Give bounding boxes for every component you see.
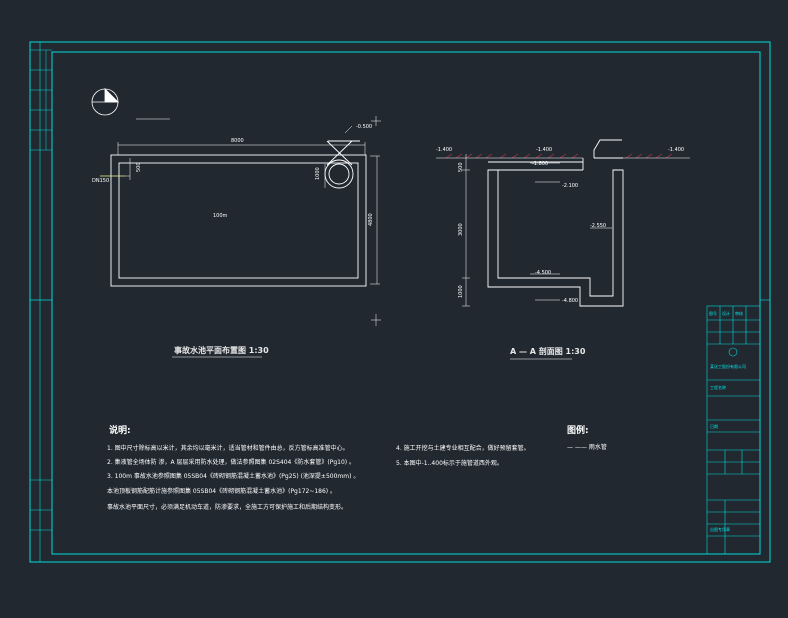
plan-pipe-label: DN150 bbox=[92, 178, 110, 184]
notes-heading: 说明: bbox=[109, 426, 131, 436]
section-elev-mid: -2.550 bbox=[590, 223, 607, 229]
section-elev-4: -4.800 bbox=[562, 298, 579, 304]
outer-frame bbox=[29, 41, 771, 563]
section-dim-top: 500 bbox=[458, 162, 464, 172]
note-item-2: 2. 集液管全场体防 渗，A 层层采用防水处理，做法参照图集 02S404《防水… bbox=[107, 459, 356, 466]
section-view bbox=[487, 139, 624, 307]
plan-elev-sump: -0.500 bbox=[356, 124, 373, 130]
section-elev-2: -2.100 bbox=[562, 183, 579, 189]
plan-title: 事故水池平面布置图 1:30 bbox=[174, 346, 269, 355]
plan-view bbox=[110, 140, 367, 287]
legend-heading: 图例: bbox=[567, 426, 589, 436]
note-item-4: 4. 施工开挖与土建专业相互配合，做好预留套管。 bbox=[396, 445, 530, 452]
section-dimensions bbox=[462, 154, 612, 307]
tb-org: 某化工股份有限公司 bbox=[710, 364, 746, 369]
section-elev-right-top: -1.400 bbox=[668, 147, 685, 153]
north-arrow-icon bbox=[91, 88, 119, 116]
tb-date: 日期 bbox=[710, 424, 718, 429]
inner-frame bbox=[51, 51, 761, 555]
section-elev-3: -4.500 bbox=[535, 270, 552, 276]
tb-review: 审核 bbox=[735, 311, 743, 316]
plan-center-label: 100m bbox=[213, 213, 228, 219]
tb-stamp: 出图专用章 bbox=[710, 527, 730, 532]
note-item-1: 1. 图中尺寸除标高以米计，其余均以毫米计，适当管材和管件由总，反方管标高准管中… bbox=[107, 445, 349, 452]
section-title: A — A 剖面图 1:30 bbox=[510, 347, 586, 356]
plan-dim-inner: 1000 bbox=[315, 167, 321, 180]
title-block bbox=[706, 299, 770, 555]
section-dim-mid: 3000 bbox=[458, 223, 464, 236]
left-strip-cells bbox=[30, 49, 52, 531]
note-item-3b: 本池顶板钢筋配筋计施参照图集 05SB04《砖砌钢筋混凝土蓄水池》(Pg172~… bbox=[107, 488, 337, 495]
section-elev-top: -1.400 bbox=[536, 147, 553, 153]
note-item-3: 3. 100m 事故水池参照图集 05SB04《砖砌钢筋混凝土蓄水池》(Pg25… bbox=[107, 473, 360, 480]
tb-drawing-no: 图号 bbox=[709, 311, 717, 316]
plan-dim-width: 4800 bbox=[368, 213, 374, 226]
ground-hatch bbox=[445, 153, 673, 159]
section-dim-bot: 1000 bbox=[458, 285, 464, 298]
section-elev-left-top: -1.400 bbox=[436, 147, 453, 153]
section-elev-1: -1.800 bbox=[532, 161, 549, 167]
tb-design: 设计 bbox=[722, 311, 730, 316]
note-item-5: 5. 本图中-1..400标示于施管道西外观。 bbox=[396, 460, 503, 467]
note-item-3c: 事故水池平面尺寸，必须满足机动车道，防渗要求，全施工方可保护施工和后期结构变形。 bbox=[107, 504, 348, 511]
plan-dim-length: 8000 bbox=[231, 138, 244, 144]
legend-item: — —— 雨水管 bbox=[567, 444, 607, 451]
plan-dimensions bbox=[100, 116, 381, 326]
tb-project: 工程名称 bbox=[710, 385, 726, 390]
plan-dim-small: 500 bbox=[136, 162, 142, 172]
